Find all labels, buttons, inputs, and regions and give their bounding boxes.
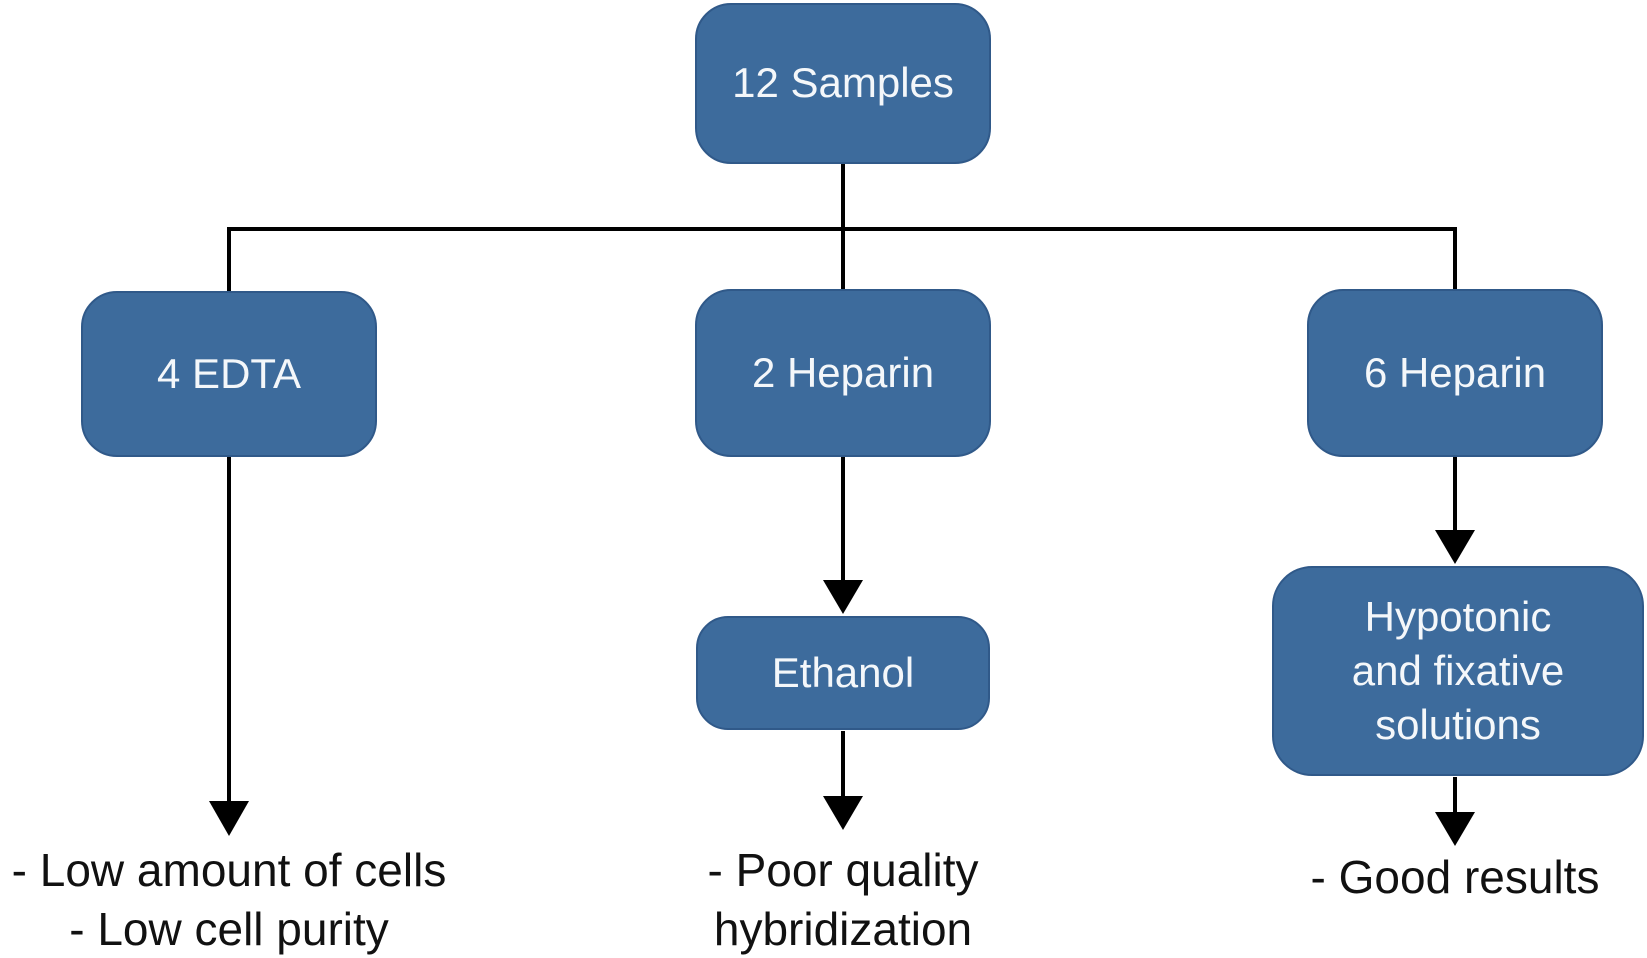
node-hypotonic-fixative-solutions: Hypotonic and fixative solutions [1272,566,1644,776]
node-line: Hypotonic [1364,593,1552,641]
outcome-line: - Low amount of cells [11,844,447,896]
outcome-line: - Poor quality [707,844,979,896]
arrowhead-icon [1435,530,1475,564]
node-ethanol: Ethanol [696,616,990,730]
outcome-hypotonic-text: - Good results [1205,848,1647,907]
arrow-ethanol-to-outcome [823,731,863,830]
node-2-heparin: 2 Heparin [695,289,991,457]
node-12-samples: 12 Samples [695,3,991,164]
outcome-line: - Low cell purity [69,902,389,955]
node-line: and fixative [1351,647,1565,695]
outcome-edta-text: - Low amount of cells - Low cell purity [0,841,479,958]
outcome-ethanol-text: - Poor quality hybridization [593,841,1093,958]
outcome-line: - Good results [1310,851,1600,903]
node-line: solutions [1375,700,1541,748]
node-6-heparin: 6 Heparin [1307,289,1603,457]
arrowhead-icon [823,796,863,830]
tree-connector [227,163,1457,293]
arrow-heparin2-to-ethanol [823,457,863,614]
arrow-hypotonic-to-outcome [1435,777,1475,846]
arrowhead-icon [1435,812,1475,846]
arrow-edta-to-outcome [209,457,249,836]
node-4-edta: 4 EDTA [81,291,377,457]
arrowhead-icon [209,801,249,836]
arrow-heparin6-to-hypotonic [1435,457,1475,564]
arrowhead-icon [823,580,863,614]
outcome-line: hybridization [713,902,973,955]
